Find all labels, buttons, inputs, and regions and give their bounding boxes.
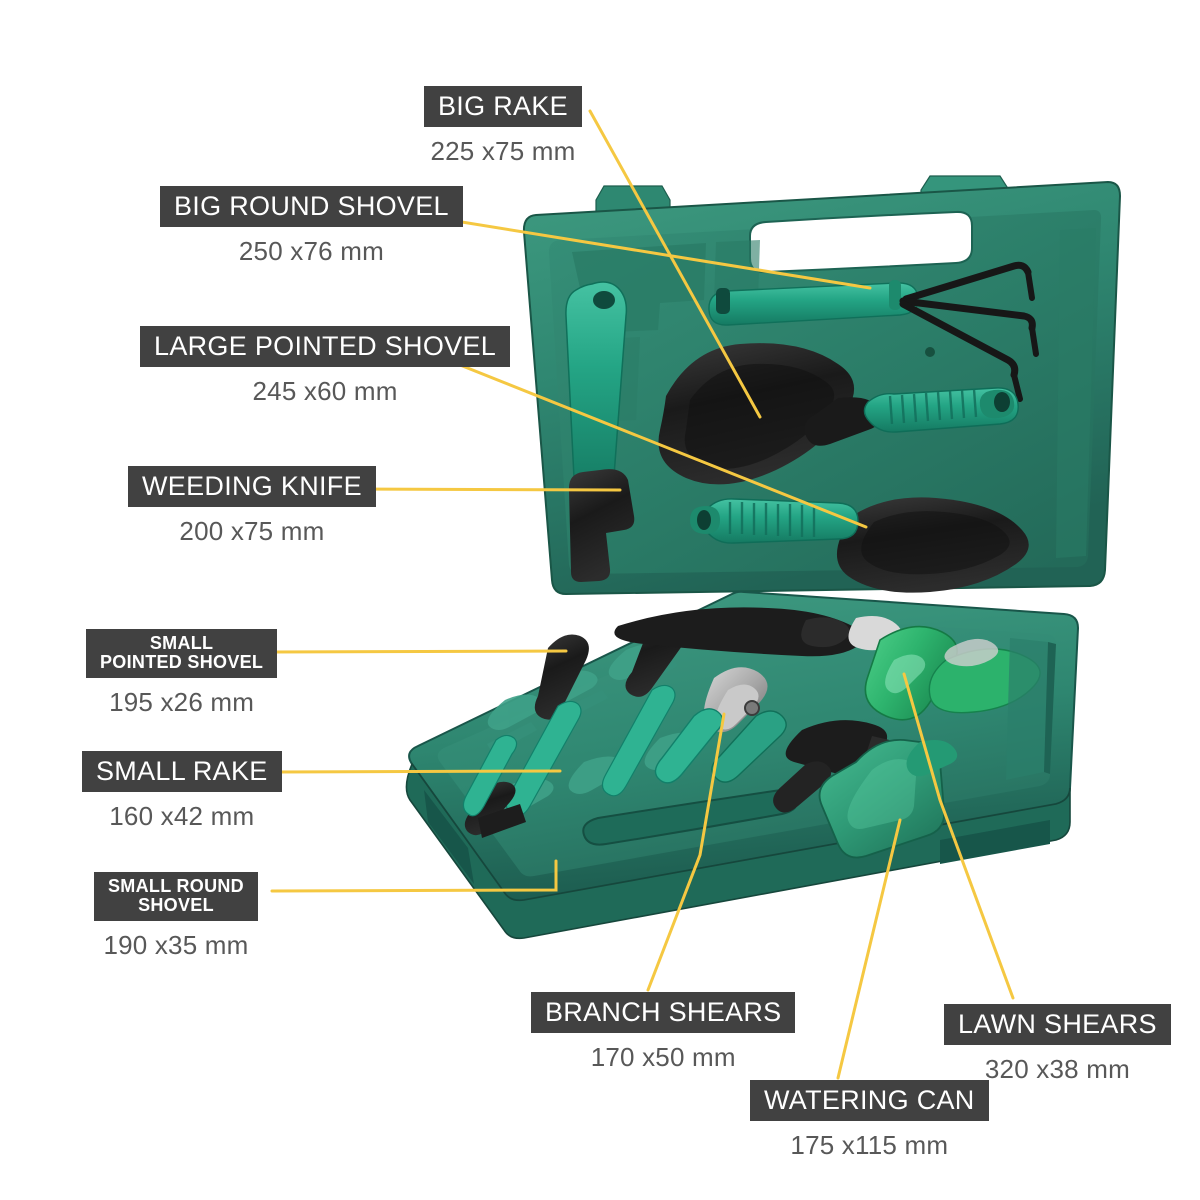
callout-branch-shears: BRANCH SHEARS 170 x50 mm [531, 992, 796, 1073]
callout-small-rake-label: SMALL RAKE [82, 751, 282, 793]
callout-small-pointed-shovel-label: SMALL POINTED SHOVEL [86, 629, 278, 678]
callout-small-round-shovel-label-line1: SMALL ROUND [108, 876, 244, 896]
callout-watering-can: WATERING CAN 175 x115 mm [750, 1080, 989, 1161]
callout-branch-shears-label: BRANCH SHEARS [531, 992, 796, 1034]
callout-small-pointed-shovel-dimensions: 195 x26 mm [109, 686, 255, 717]
callout-watering-can-label: WATERING CAN [750, 1080, 989, 1122]
callout-small-round-shovel: SMALL ROUND SHOVEL 190 x35 mm [94, 872, 258, 961]
case-lid [522, 175, 1122, 596]
callout-small-pointed-shovel-label-line1: SMALL [149, 633, 214, 653]
callout-big-rake-label: BIG RAKE [424, 86, 582, 128]
callout-large-pointed-shovel-dimensions: 245 x60 mm [252, 376, 398, 407]
callout-branch-shears-dimensions: 170 x50 mm [590, 1042, 736, 1073]
callout-small-round-shovel-label-line2: SHOVEL [138, 894, 214, 915]
callout-big-round-shovel-label: BIG ROUND SHOVEL [160, 186, 463, 228]
callout-big-rake: BIG RAKE 225 x75 mm [424, 86, 582, 167]
callout-weeding-knife: WEEDING KNIFE 200 x75 mm [128, 466, 376, 547]
callout-large-pointed-shovel: LARGE POINTED SHOVEL 245 x60 mm [140, 326, 511, 407]
callout-big-round-shovel-dimensions: 250 x76 mm [238, 236, 384, 267]
callout-weeding-knife-dimensions: 200 x75 mm [179, 516, 325, 547]
callout-small-round-shovel-label: SMALL ROUND SHOVEL [94, 872, 258, 921]
callout-big-rake-dimensions: 225 x75 mm [430, 136, 576, 167]
tool-top-pruner [614, 607, 902, 657]
tool-small-pointed-shovel [505, 634, 589, 817]
callout-small-round-shovel-dimensions: 190 x35 mm [103, 929, 249, 960]
callout-big-round-shovel: BIG ROUND SHOVEL 250 x76 mm [160, 186, 463, 267]
callout-lawn-shears-dimensions: 320 x38 mm [984, 1054, 1130, 1085]
case-tray [405, 590, 1080, 940]
tool-small-rake [462, 734, 526, 838]
callout-large-pointed-shovel-label: LARGE POINTED SHOVEL [140, 326, 511, 368]
callout-small-rake: SMALL RAKE 160 x42 mm [82, 751, 282, 832]
callout-lawn-shears: LAWN SHEARS 320 x38 mm [944, 1004, 1171, 1085]
callout-small-pointed-shovel: SMALL POINTED SHOVEL 195 x26 mm [86, 629, 278, 718]
callout-small-pointed-shovel-label-line2: POINTED SHOVEL [100, 651, 264, 672]
callout-weeding-knife-label: WEEDING KNIFE [128, 466, 376, 508]
callout-watering-can-dimensions: 175 x115 mm [790, 1130, 949, 1161]
callout-lawn-shears-label: LAWN SHEARS [944, 1004, 1171, 1046]
callout-small-rake-dimensions: 160 x42 mm [109, 801, 255, 832]
